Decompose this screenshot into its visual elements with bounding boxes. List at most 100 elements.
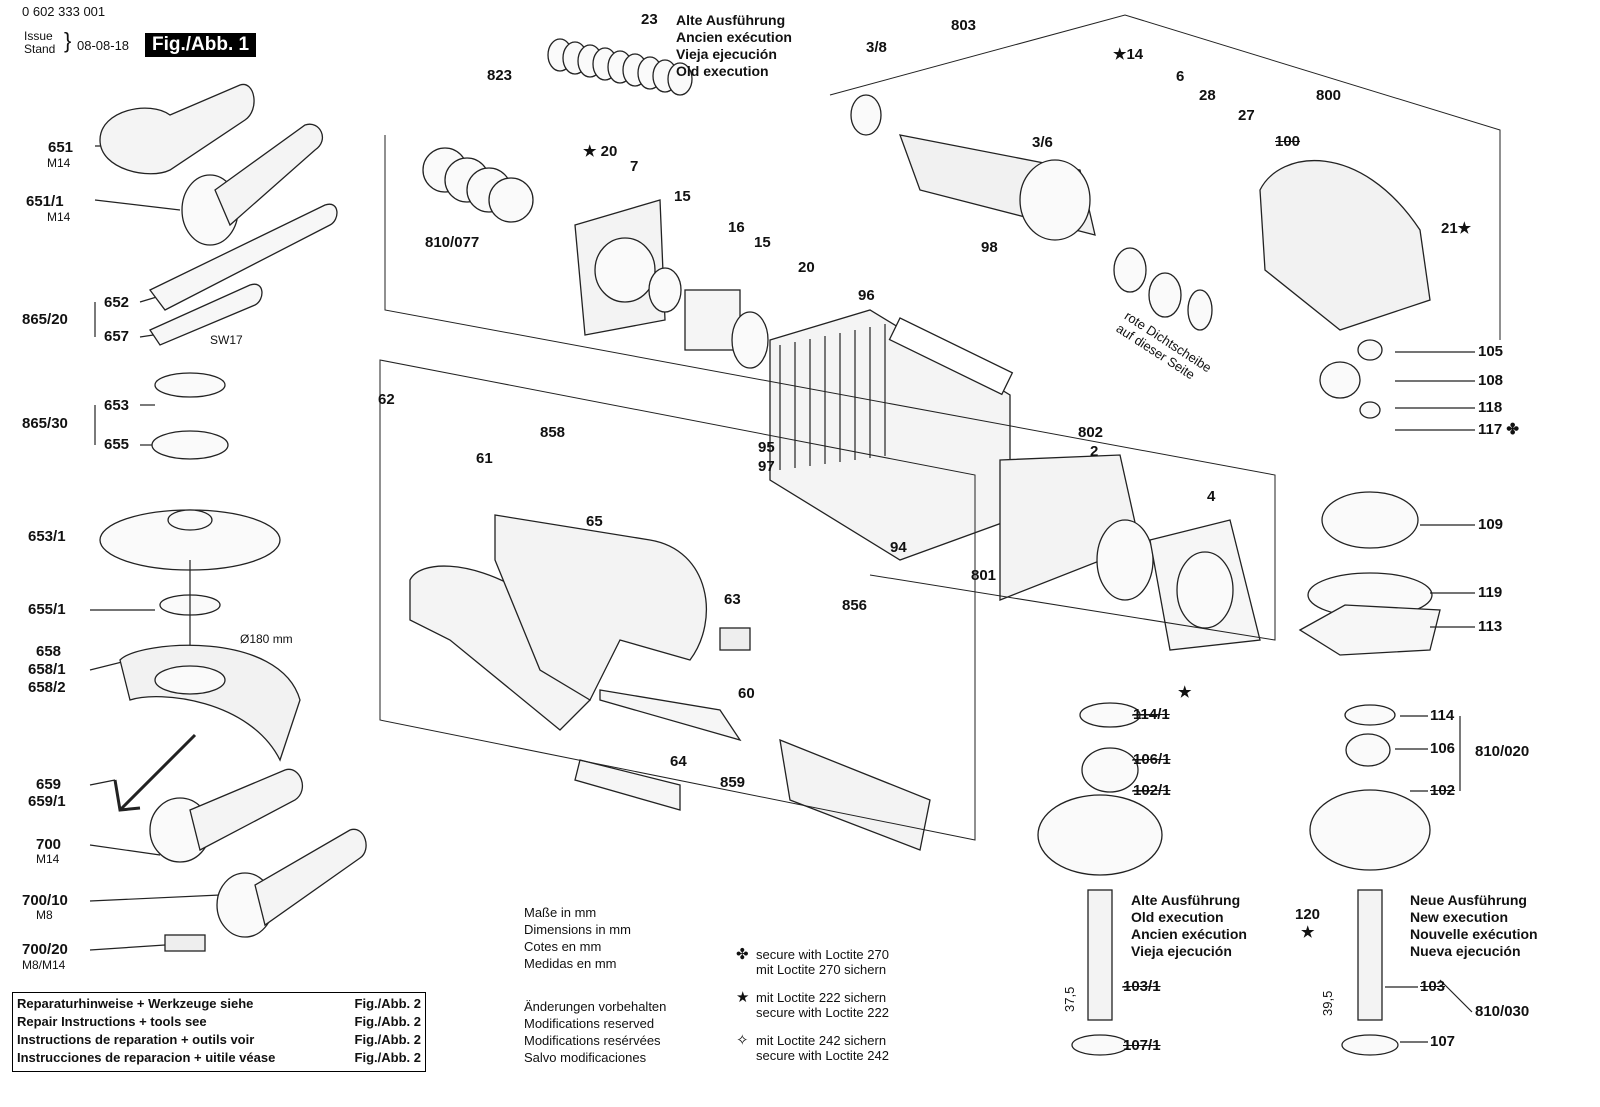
switch-856 (779, 738, 931, 851)
part-label: 651 (48, 139, 74, 156)
part-label: M14 (36, 852, 60, 866)
frame-bore (1176, 551, 1234, 629)
flange-107-1 (1071, 1034, 1129, 1056)
issue-date: 08-08-18 (77, 38, 130, 53)
part-label: 117 ✤ (1478, 421, 1519, 438)
legend-line: secure with Loctite 270 (756, 947, 889, 962)
part-label: 61 (476, 450, 493, 467)
note-line: Cotes en mm (524, 939, 602, 954)
part-label: 659 (36, 776, 62, 793)
part-label: 865/30 (22, 415, 68, 432)
legend-line: secure with Loctite 222 (756, 1005, 889, 1020)
spindle-103 (1357, 889, 1383, 1021)
part-label: M14 (47, 156, 71, 170)
part-label: 107 (1430, 1033, 1456, 1050)
part-label: 20 (798, 259, 815, 276)
frame-line (379, 359, 976, 841)
guard (119, 644, 301, 762)
legend-line: secure with Loctite 242 (756, 1048, 889, 1063)
bearing-flange-102-1 (1037, 794, 1163, 876)
note-line: Änderungen vorbehalten (524, 999, 667, 1014)
seal-114-1 (1079, 702, 1141, 728)
repair-row: Instrucciones de reparacion + uitile véa… (13, 1049, 425, 1067)
repair-ref: Fig./Abb. 2 (354, 996, 421, 1011)
modifications-note: Änderungen vorbehalten Modifications res… (524, 998, 666, 1066)
part-label: 103/1 (1123, 978, 1161, 995)
part-label: 27 (1238, 107, 1255, 124)
part-label: SW17 (210, 333, 243, 347)
part-label: 810/030 (1475, 1003, 1530, 1020)
part-label: 859 (720, 774, 746, 791)
leader-line (94, 199, 181, 211)
bearing-105 (1357, 339, 1383, 361)
repair-text: Instrucciones de reparacion + uitile véa… (17, 1050, 276, 1065)
part-label: 6 (1176, 68, 1185, 85)
part-label: M8/M14 (22, 958, 66, 972)
flange-nut (154, 372, 226, 398)
part-label: 95 (758, 439, 775, 456)
part-label: 23 (641, 11, 658, 28)
old-exec-line: Alte Ausführung (1131, 892, 1241, 908)
new-execution: Neue Ausführung New execution Nouvelle e… (1410, 892, 1538, 960)
note-line: Maße in mm (524, 905, 597, 920)
repair-ref: Fig./Abb. 2 (354, 1014, 421, 1029)
part-label: 94 (890, 539, 907, 556)
label-plate (888, 317, 1014, 396)
part-label: 120 (1295, 906, 1321, 923)
part-label: 109 (1478, 516, 1504, 533)
legend-line: mit Loctite 242 sichern (756, 1033, 887, 1048)
part-label: 803 (951, 17, 977, 34)
handle-shell-858 (494, 514, 708, 701)
bearing-seat (594, 237, 656, 303)
part-label: 3/8 (866, 39, 887, 56)
part-label: 823 (487, 67, 513, 84)
note-line: Modifications reserved (524, 1016, 655, 1031)
repair-ref: Fig./Abb. 2 (354, 1050, 421, 1065)
repair-text: Reparaturhinweise + Werkzeuge siehe (17, 996, 254, 1011)
part-label: 65 (586, 513, 603, 530)
part-label: 106 (1430, 740, 1456, 757)
part-label: 810/020 (1475, 743, 1530, 760)
part-label: 103 (1420, 978, 1446, 995)
commutator-fan (1019, 159, 1091, 241)
legend-loctite-270: ✤ secure with Loctite 270 mit Loctite 27… (736, 947, 889, 977)
part-label: 856 (842, 597, 868, 614)
part-label: 4 (1207, 488, 1216, 505)
part-label: 15 (754, 234, 771, 251)
part-label: 802 (1078, 424, 1104, 441)
part-label: 100 (1275, 133, 1301, 150)
leader-line (89, 944, 166, 951)
part-label: 658/1 (28, 661, 66, 678)
part-label: 657 (104, 328, 130, 345)
part-label: 108 (1478, 372, 1504, 389)
motor-housing (769, 309, 1011, 561)
part-label: 858 (540, 424, 566, 441)
ring-14 (1113, 247, 1147, 293)
leader-line (1439, 979, 1473, 1013)
part-label: 63 (724, 591, 741, 608)
part-label: 96 (858, 287, 875, 304)
handle-61 (409, 565, 591, 731)
part-label: ★ (1301, 924, 1315, 941)
pinion-108 (1319, 361, 1361, 399)
legend-line: mit Loctite 222 sichern (756, 990, 887, 1005)
washer-118 (1359, 401, 1381, 419)
part-label: ★ (1178, 684, 1192, 701)
clover-icon: ✤ (736, 946, 749, 963)
note-line: Dimensions in mm (524, 922, 631, 937)
flange (151, 430, 229, 460)
spring-coil (488, 177, 534, 223)
part-label: 7 (630, 158, 639, 175)
stand-label: Stand (24, 42, 56, 56)
disc-nut (167, 509, 213, 531)
part-label: 658/2 (28, 679, 66, 696)
part-label: 102 (1430, 782, 1456, 799)
part-label: 2 (1090, 443, 1099, 460)
old-spring-ring (667, 62, 693, 96)
part-label: ★ 20 (583, 143, 618, 160)
old-exec-line: Alte Ausführung (676, 12, 786, 28)
new-exec-line: Neue Ausführung (1410, 892, 1527, 908)
